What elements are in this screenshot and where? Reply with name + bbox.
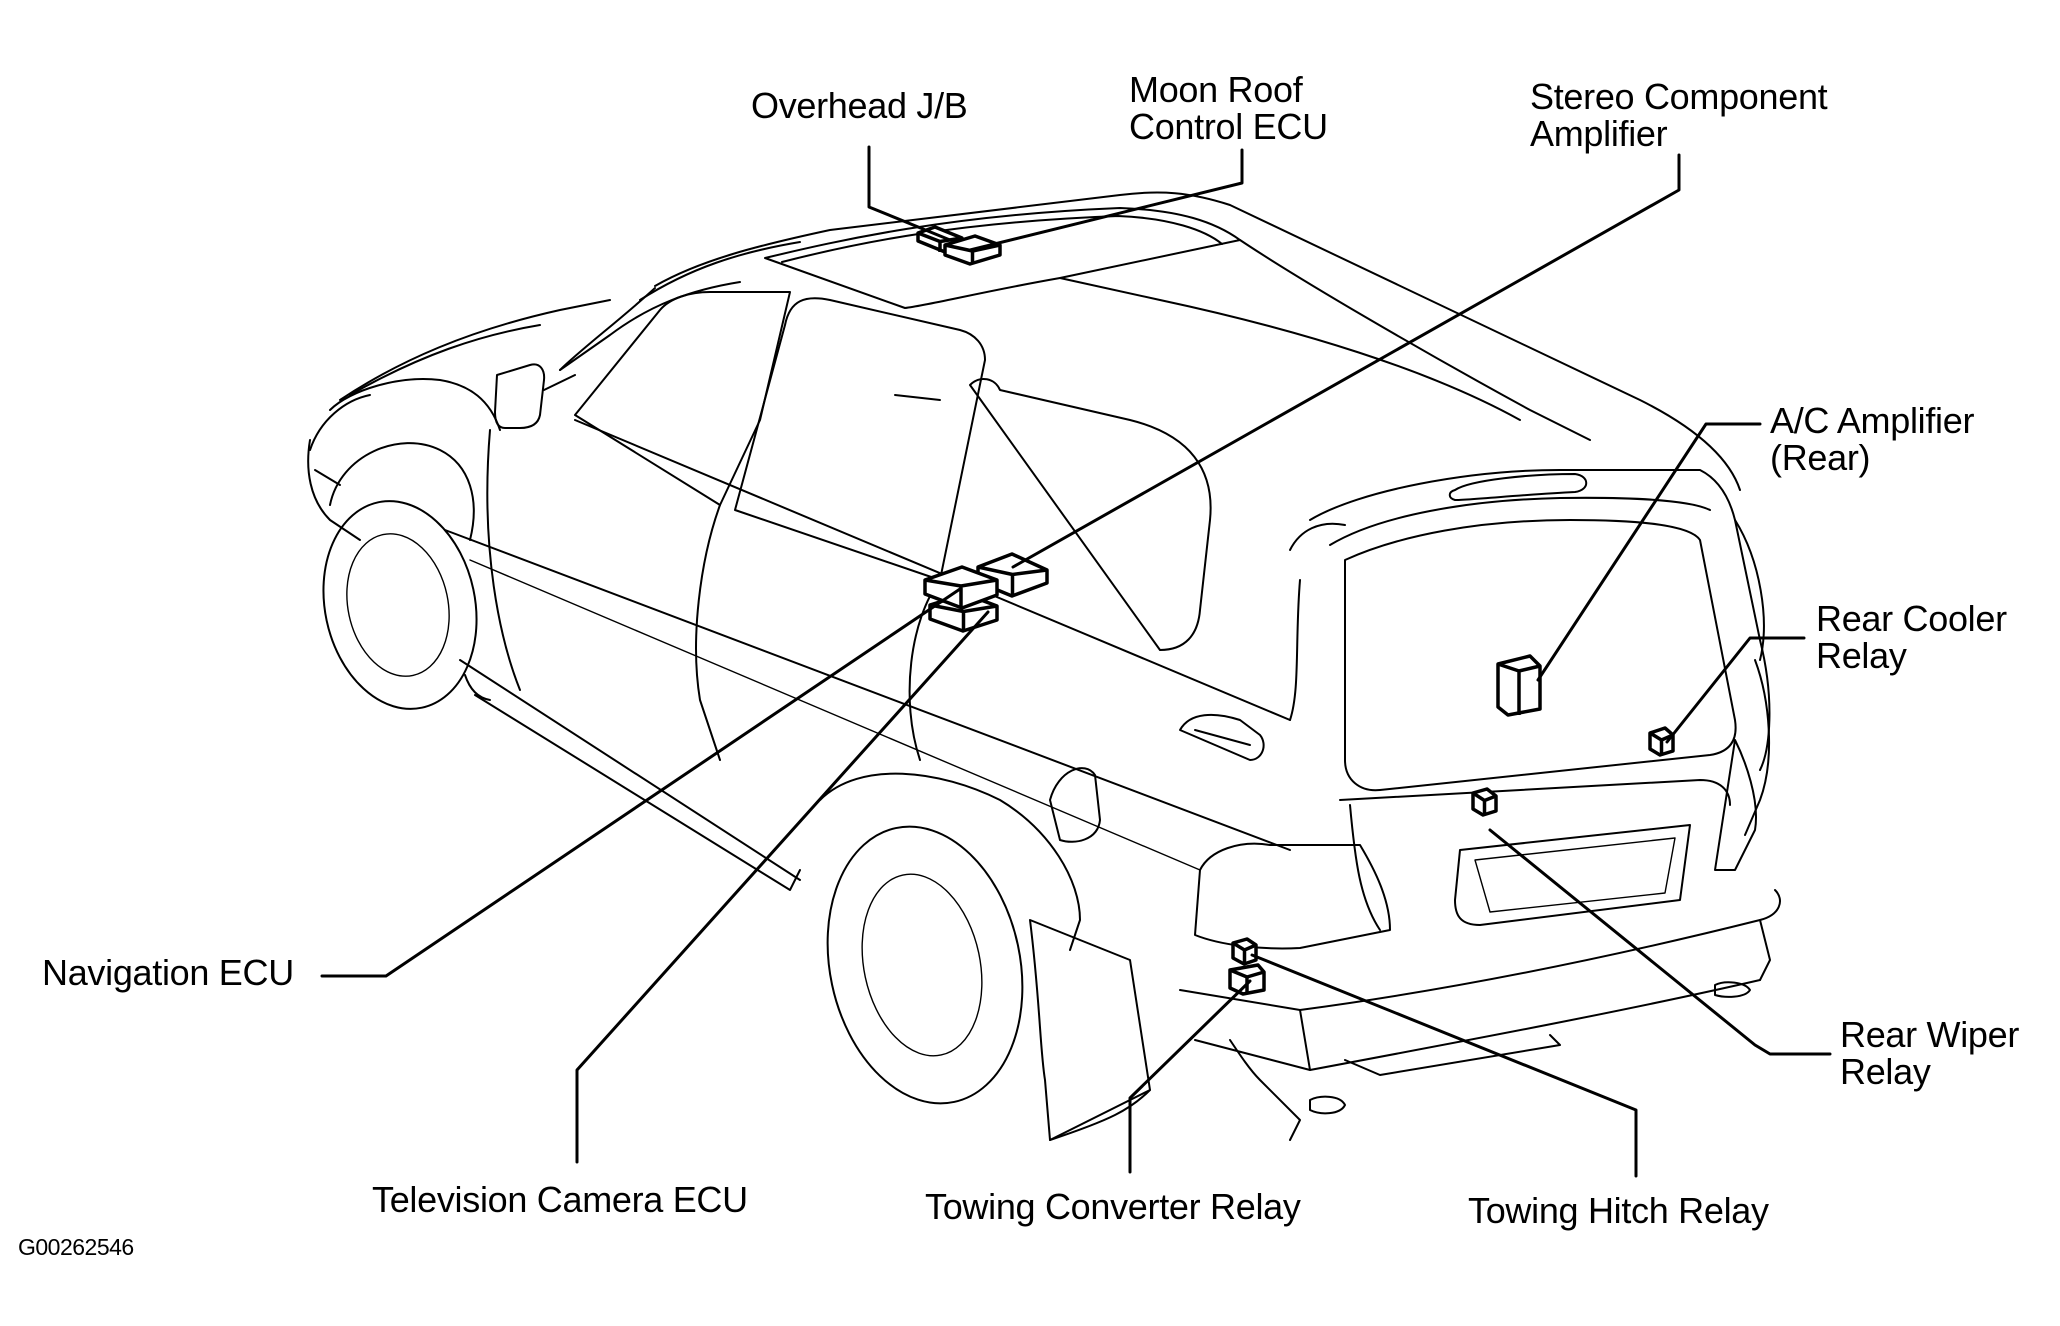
figure-id: G00262546 [18, 1234, 134, 1260]
component-ac-amplifier-rear [1496, 422, 1762, 717]
component-edge-ac-amplifier-rear [1497, 662, 1541, 715]
component-overhead-jb [867, 145, 964, 254]
leader-line-overhead-jb [867, 145, 952, 242]
label-rear-cooler-relay: Rear Cooler Relay [1816, 598, 2007, 676]
label-rear-wiper-relay: Rear Wiper Relay [1840, 1014, 2020, 1092]
leader-line-rear-wiper-relay [1488, 828, 1832, 1056]
component-navigation-ecu [320, 565, 999, 978]
leader-line-rear-cooler-relay [1665, 636, 1806, 744]
component-rear-wiper-relay [1471, 787, 1832, 1056]
label-television-camera-ecu: Television Camera ECU [372, 1179, 748, 1220]
leader-line-towing-converter-relay [1128, 979, 1252, 1174]
component-towing-hitch-relay [1231, 937, 1638, 1178]
leader-line-ac-amplifier-rear [1536, 422, 1762, 682]
component-towing-converter-relay [1128, 963, 1266, 1174]
component-rear-cooler-relay [1648, 636, 1806, 757]
component-edge-television-camera-ecu [929, 603, 998, 631]
component-edge-rear-wiper-relay [1472, 791, 1497, 815]
leader-line-television-camera-ecu [575, 610, 990, 1164]
leader-line-moon-roof-control-ecu [968, 148, 1244, 252]
label-moon-roof-control-ecu: Moon Roof Control ECU [1129, 69, 1328, 147]
vehicle-outline [307, 191, 1781, 1141]
component-edge-overhead-jb [917, 231, 963, 252]
label-towing-hitch-relay: Towing Hitch Relay [1468, 1190, 1769, 1231]
component-television-camera-ecu [575, 592, 999, 1164]
leader-line-stereo-component-amplifier [1011, 153, 1681, 569]
label-overhead-jb: Overhead J/B [751, 85, 968, 126]
label-navigation-ecu: Navigation ECU [42, 952, 294, 993]
leader-line-navigation-ecu [320, 587, 962, 978]
component-edge-towing-hitch-relay [1232, 941, 1257, 964]
component-edge-rear-cooler-relay [1649, 731, 1674, 755]
component-edge-moon-roof-control-ecu [944, 243, 1001, 264]
leader-line-towing-hitch-relay [1250, 953, 1638, 1178]
label-towing-converter-relay: Towing Converter Relay [925, 1186, 1301, 1227]
component-edge-stereo-component-amplifier [977, 565, 1048, 596]
label-stereo-component-amplifier: Stereo Component Amplifier [1530, 76, 1828, 154]
label-ac-amplifier-rear: A/C Amplifier (Rear) [1770, 400, 1975, 478]
component-moon-roof-control-ecu [943, 148, 1244, 266]
